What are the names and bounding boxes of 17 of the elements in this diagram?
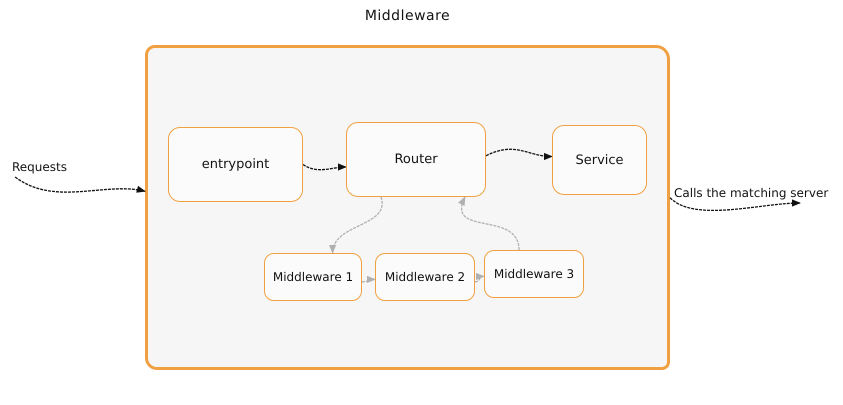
component-box: Middleware 3 <box>484 250 584 298</box>
arrow <box>330 196 383 254</box>
component-box: entrypoint <box>168 127 303 202</box>
component-box: Middleware 1 <box>264 253 362 301</box>
component-box: Router <box>346 122 486 197</box>
component-box: Service <box>552 125 647 195</box>
arrow <box>14 176 146 194</box>
arrow <box>302 164 347 171</box>
arrow <box>362 276 376 284</box>
arrow <box>670 197 801 211</box>
flow-label: Calls the matching server <box>674 186 828 200</box>
group-heading: Middleware <box>364 8 452 24</box>
component-box: Middleware 2 <box>375 253 475 301</box>
arrow <box>458 196 520 250</box>
arrow <box>486 148 553 160</box>
flow-label: Requests <box>12 160 67 174</box>
arrow <box>474 273 485 282</box>
